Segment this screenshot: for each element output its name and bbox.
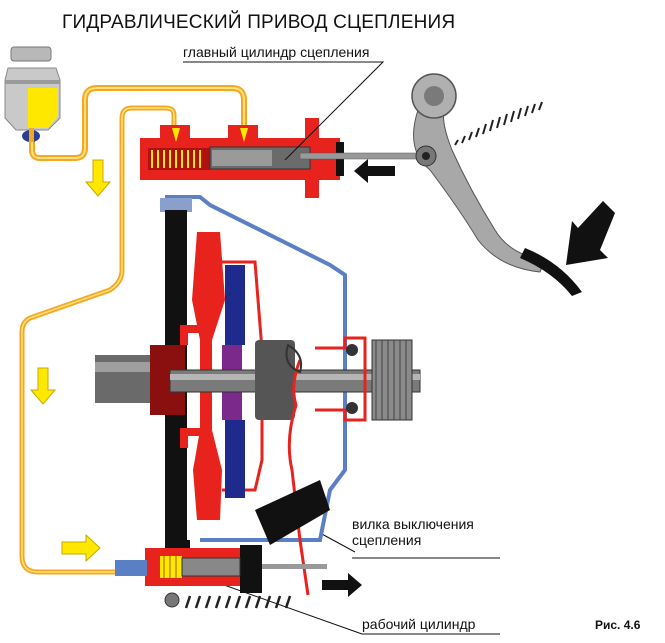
arrow-left-icon (354, 159, 395, 183)
arrow-right-icon (61, 533, 101, 563)
release-bearing (315, 336, 367, 422)
figure-caption: Рис. 4.6 (595, 618, 641, 632)
diagram-title: ГИДРАВЛИЧЕСКИЙ ПРИВОД СЦЕПЛЕНИЯ (62, 12, 456, 33)
crankshaft-hub (95, 345, 185, 415)
hydraulic-line-master-to-slave-highlight (21, 107, 175, 573)
pedal-return-spring (454, 101, 543, 146)
label-release-fork: вилка выключения сцепления (352, 516, 474, 548)
arrow-down-icon (29, 367, 57, 405)
slave-cylinder (115, 545, 327, 608)
release-fork (255, 343, 330, 596)
label-slave-cylinder: рабочий цилиндр (362, 616, 476, 632)
fork-return-spring (184, 595, 292, 609)
gearbox-gear (371, 339, 413, 421)
clutch-pedal (411, 73, 582, 296)
label-release-fork-line1: вилка выключения (352, 516, 474, 532)
arrow-down-icon (84, 159, 112, 197)
hydraulic-line-inner-highlight (31, 87, 245, 159)
master-cylinder (140, 118, 431, 198)
label-release-fork-line2: сцепления (352, 532, 422, 548)
arrow-right-icon (322, 573, 362, 597)
label-master-cylinder: главный цилиндр сцепления (183, 44, 370, 60)
pedal-press-arrow-icon (566, 201, 615, 265)
reservoir (4, 46, 61, 142)
clutch-housing (160, 195, 347, 542)
